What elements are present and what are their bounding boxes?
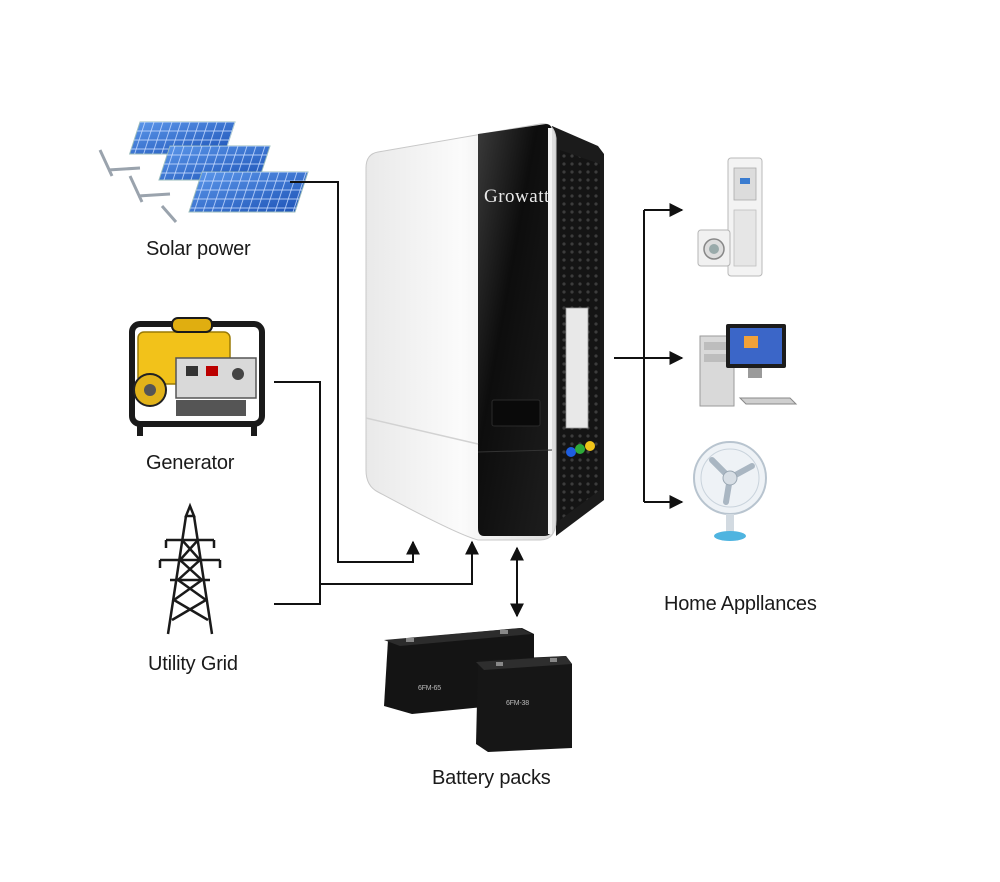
fan-icon (693, 441, 767, 541)
air-conditioner-icon (727, 157, 763, 277)
computer-icon (699, 324, 798, 407)
battery-small-label: 6FM-38 (506, 700, 529, 707)
generator-label: Generator (146, 452, 235, 474)
battery-large-label: 6FM-65 (418, 685, 441, 692)
solar-line (290, 181, 420, 563)
solar-panels-icon (98, 121, 309, 223)
battery-packs-icon (384, 628, 572, 752)
battery-packs-label: Battery packs (432, 767, 551, 789)
solar-power-label: Solar power (146, 238, 251, 260)
inverter-brand-label: Growatt (484, 186, 550, 207)
utility-grid-label: Utility Grid (148, 653, 238, 675)
utility-tower-icon (158, 502, 222, 635)
grid-line (274, 584, 321, 605)
home-appliances-label: Home Appllances (664, 593, 817, 615)
washing-machine-icon (697, 229, 731, 267)
connection-lines (274, 181, 684, 618)
inverter-unit (365, 123, 604, 541)
generator-icon (129, 317, 265, 436)
